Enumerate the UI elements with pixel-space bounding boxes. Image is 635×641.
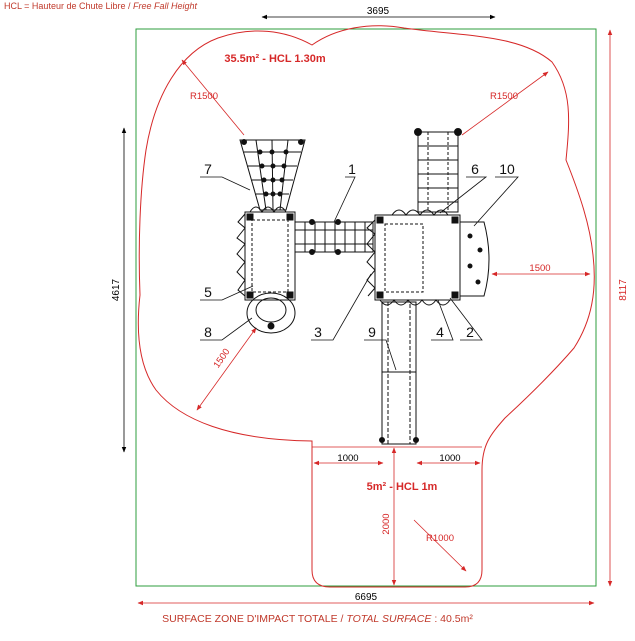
hcl-legend: HCL = Hauteur de Chute Libre / Free Fall… (4, 1, 197, 11)
panel (459, 221, 490, 297)
leader-lines (200, 176, 519, 371)
total-surface-separator: / (337, 613, 347, 625)
component-7-label: 7 (204, 161, 212, 177)
right-tower (366, 209, 461, 306)
slide-right-label: 1000 (439, 453, 460, 464)
component-4-label: 4 (436, 324, 444, 340)
right-height-label: 8117 (618, 279, 629, 301)
total-surface-french: SURFACE ZONE D'IMPACT TOTALE (162, 613, 338, 625)
impact-zone-outline (137, 25, 595, 588)
main-zone-label: 35.5m² - HCL 1.30m (224, 53, 326, 65)
bridge (294, 219, 374, 255)
total-surface-value: : 40.5m² (431, 613, 473, 625)
slide-depth-label: 2000 (381, 513, 392, 534)
legend-english: Free Fall Height (133, 1, 198, 11)
bottom-width-label: 6695 (355, 592, 378, 603)
slide-left-label: 1000 (337, 453, 358, 464)
legend-separator: / (125, 1, 134, 11)
radius-right-label: R1500 (490, 91, 518, 102)
total-surface-caption: SURFACE ZONE D'IMPACT TOTALE / TOTAL SUR… (0, 613, 635, 625)
round-seat (246, 292, 296, 334)
slide-radius-label: R1000 (426, 533, 454, 544)
component-9-label: 9 (368, 324, 376, 340)
radius-right-line (461, 71, 549, 136)
clearance-right-label: 1500 (529, 263, 550, 274)
slide-radius-line (413, 519, 467, 572)
clearance-left-label: 1500 (211, 347, 232, 371)
left-height-label: 4617 (111, 278, 122, 301)
legend-french: HCL = Hauteur de Chute Libre (4, 1, 126, 11)
component-2-label: 2 (466, 324, 474, 340)
component-5-label: 5 (204, 284, 212, 300)
slide (379, 301, 419, 445)
radius-left-label: R1500 (190, 91, 218, 102)
climbing-net (239, 139, 306, 211)
total-surface-english: TOTAL SURFACE (346, 613, 432, 625)
boundary-rectangle (135, 28, 597, 587)
component-1-label: 1 (348, 161, 356, 177)
component-3-label: 3 (314, 324, 322, 340)
clearance-left-line (196, 327, 257, 411)
component-8-label: 8 (204, 324, 212, 340)
slide-zone-label: 5m² - HCL 1m (367, 481, 438, 493)
equipment (236, 128, 490, 445)
ladder (414, 128, 462, 213)
top-width-label: 3695 (367, 6, 390, 17)
component-6-label: 6 (471, 161, 479, 177)
radius-left-line (181, 59, 245, 136)
left-tower (236, 206, 296, 301)
component-10-label: 10 (499, 161, 515, 177)
